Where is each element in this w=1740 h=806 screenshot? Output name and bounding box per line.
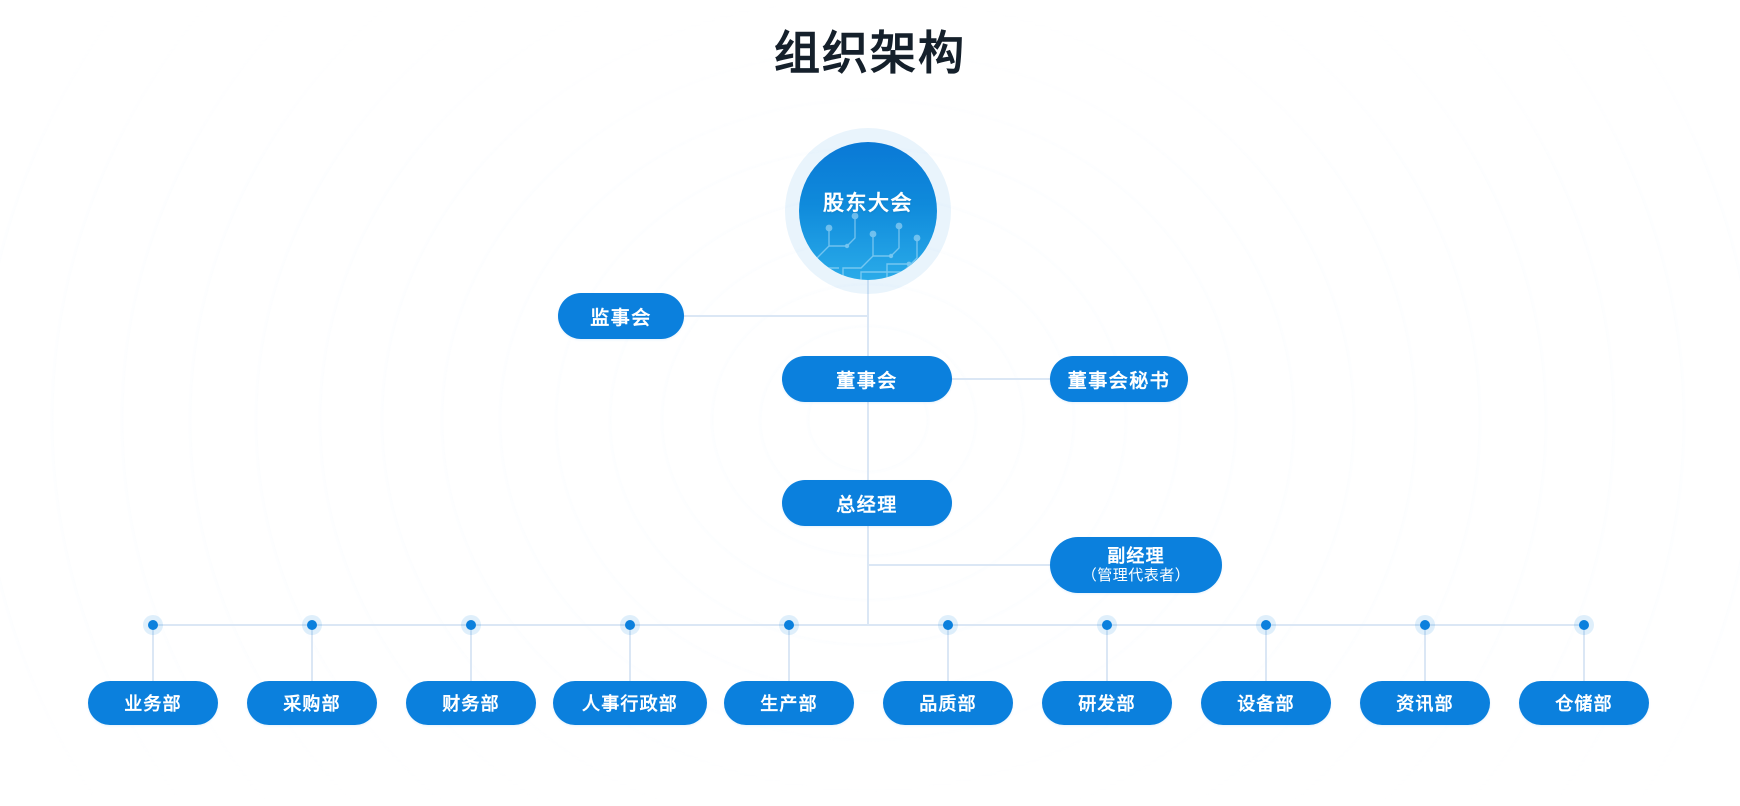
node-shareholders-meeting[interactable]: 股东大会 (799, 142, 937, 280)
node-board-secretary-label: 董事会秘书 (1067, 370, 1171, 392)
node-dept-equipment[interactable]: 设备部 (1201, 681, 1331, 725)
node-general-manager[interactable]: 总经理 (782, 480, 952, 526)
node-dept-hr-admin-label: 人事行政部 (582, 694, 678, 714)
node-dept-finance[interactable]: 财务部 (406, 681, 536, 725)
node-dept-business-label: 业务部 (124, 694, 182, 714)
node-dept-it[interactable]: 资讯部 (1360, 681, 1490, 725)
node-deputy-manager[interactable]: 副经理 （管理代表者） (1050, 537, 1222, 593)
bus-dot-dept-finance[interactable] (466, 620, 476, 630)
bus-dot-dept-equipment[interactable] (1261, 620, 1271, 630)
bus-dot-dept-business[interactable] (148, 620, 158, 630)
circuit-board-pattern-icon (810, 212, 932, 280)
node-deputy-manager-sublabel: （管理代表者） (1081, 566, 1191, 584)
bus-dot-dept-it[interactable] (1420, 620, 1430, 630)
node-dept-business[interactable]: 业务部 (88, 681, 218, 725)
node-dept-warehouse-label: 仓储部 (1555, 694, 1613, 714)
page-title: 组织架构 (774, 27, 966, 79)
node-dept-quality-label: 品质部 (919, 694, 977, 714)
node-board-of-supervisors-label: 监事会 (590, 307, 652, 329)
node-dept-finance-label: 财务部 (442, 694, 500, 714)
node-dept-purchase-label: 采购部 (283, 694, 341, 714)
bus-dot-dept-hr-admin[interactable] (625, 620, 635, 630)
node-dept-rd-label: 研发部 (1078, 694, 1136, 714)
node-board-secretary[interactable]: 董事会秘书 (1050, 356, 1188, 402)
node-dept-production[interactable]: 生产部 (724, 681, 854, 725)
node-board-of-directors[interactable]: 董事会 (782, 356, 952, 402)
bus-dot-dept-rd[interactable] (1102, 620, 1112, 630)
node-general-manager-label: 总经理 (836, 494, 898, 516)
node-dept-warehouse[interactable]: 仓储部 (1519, 681, 1649, 725)
bus-dot-dept-production[interactable] (784, 620, 794, 630)
node-board-of-supervisors[interactable]: 监事会 (558, 293, 684, 339)
node-deputy-manager-label: 副经理 (1107, 546, 1165, 567)
node-dept-hr-admin[interactable]: 人事行政部 (553, 681, 707, 725)
node-dept-equipment-label: 设备部 (1237, 694, 1295, 714)
bus-dot-dept-purchase[interactable] (307, 620, 317, 630)
bus-dot-dept-quality[interactable] (943, 620, 953, 630)
node-dept-purchase[interactable]: 采购部 (247, 681, 377, 725)
bus-dot-dept-warehouse[interactable] (1579, 620, 1589, 630)
node-dept-production-label: 生产部 (760, 694, 818, 714)
node-dept-rd[interactable]: 研发部 (1042, 681, 1172, 725)
node-board-of-directors-label: 董事会 (836, 370, 898, 392)
node-dept-quality[interactable]: 品质部 (883, 681, 1013, 725)
node-dept-it-label: 资讯部 (1396, 694, 1454, 714)
node-shareholders-meeting-label: 股东大会 (823, 192, 913, 215)
